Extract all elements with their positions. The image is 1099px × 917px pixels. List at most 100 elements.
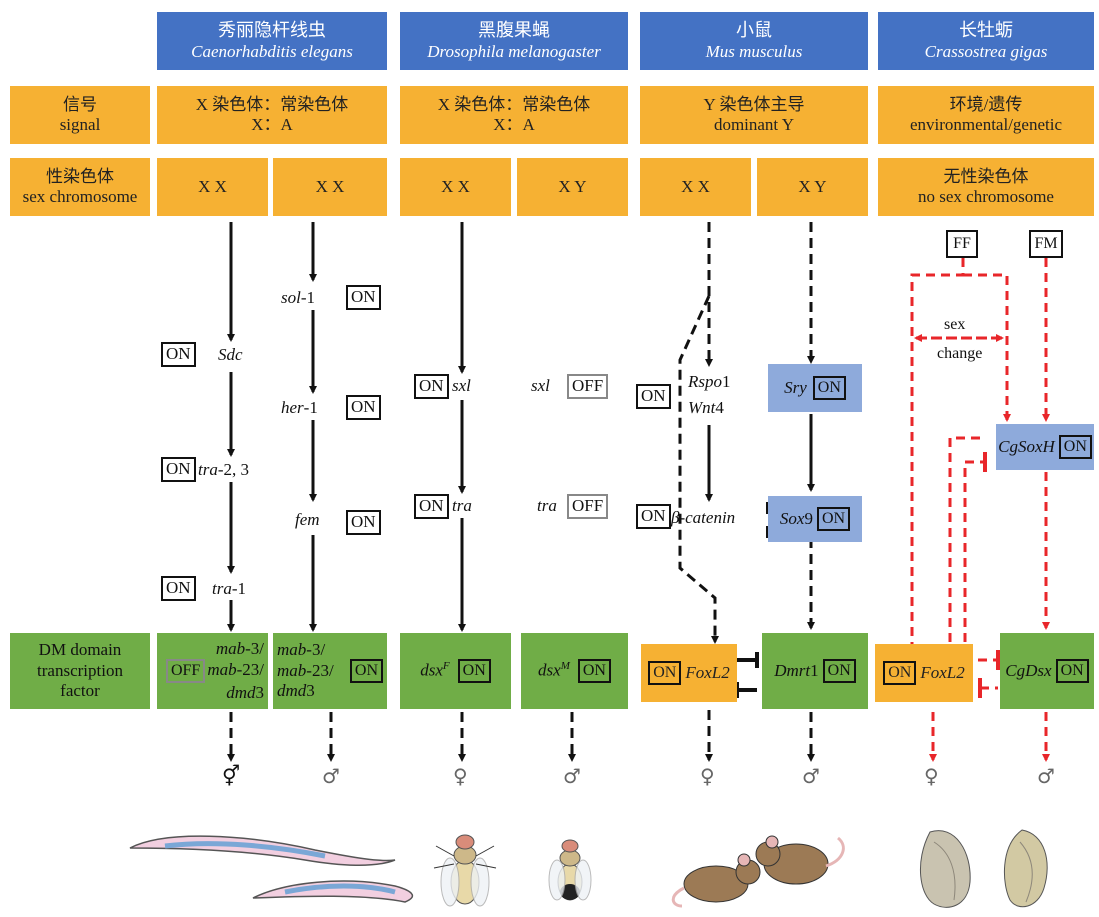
off-tag: OFF — [567, 494, 609, 519]
fruit-fly-female-illustration — [433, 834, 497, 907]
chrom-label-en: no sex chromosome — [918, 187, 1054, 206]
chrom-xx-worm-b: X X — [273, 158, 387, 216]
chrom-label: X Y — [798, 176, 827, 196]
on-tag: ON — [161, 576, 196, 601]
mab-line-1: mab-3/ — [216, 639, 264, 659]
oyster-fm: FM — [1029, 230, 1063, 258]
species-latin: Crassostrea gigas — [924, 41, 1048, 61]
gene-name: tra — [198, 460, 218, 479]
on-tag: ON — [161, 457, 196, 482]
on-tag: ON — [414, 374, 449, 399]
on-tag: ON — [346, 395, 381, 420]
row-label-cn: 性染色体 — [46, 166, 114, 186]
arrow — [963, 460, 985, 642]
signal-mouse: Y 染色体主导 dominant Y — [640, 86, 868, 144]
dm-label-line: DM domain — [38, 640, 122, 660]
on-tag: ON — [636, 504, 671, 529]
chrom-xx-worm-a: X X — [157, 158, 268, 216]
gene-box-foxl2-mouse: ON FoxL2 — [641, 644, 737, 702]
off-tag: OFF — [165, 659, 206, 683]
mab-line-3: dmd3 — [226, 683, 264, 703]
species-latin: Drosophila melanogaster — [427, 41, 601, 61]
gene-suffix: -1 — [231, 579, 247, 598]
gene-name: Sry — [784, 377, 807, 397]
species-latin: Mus musculus — [705, 41, 803, 61]
row-label-en: sex chromosome — [22, 187, 138, 206]
gene-superscript: M — [560, 660, 570, 673]
nematode-illustration — [129, 835, 414, 903]
gene-name: Wnt — [688, 398, 716, 417]
gene-her-1: her-1 — [281, 398, 318, 418]
gene-name: dmd — [226, 682, 256, 702]
chrom-label: X X — [198, 176, 227, 196]
gene-box-cgsoxh: CgSoxH ON — [996, 424, 1094, 470]
gene-suffix: -2, 3 — [217, 460, 250, 479]
gene-superscript: F — [442, 660, 450, 673]
gene-tra-1: tra-1 — [212, 579, 246, 599]
chrom-xx-mouse: X X — [640, 158, 751, 216]
row-label-en: signal — [59, 115, 101, 134]
arrow — [908, 258, 965, 664]
gene-name: FoxL2 — [920, 662, 965, 682]
gene-wnt4: Wnt4 — [688, 398, 724, 418]
on-tag: ON — [1055, 659, 1089, 683]
signal-drosophila: X 染色体：常染色体 X：A — [400, 86, 628, 144]
species-cn: 小鼠 — [736, 20, 772, 40]
gene-name: tra — [212, 579, 232, 598]
female-symbol: ♀ — [453, 764, 468, 788]
mab-lines: mab-3/ mab-23/ dmd3 — [277, 640, 334, 701]
chrom-none-oyster: 无性染色体 no sex chromosome — [878, 158, 1094, 216]
gene-rspo1: Rspo1 — [688, 372, 731, 392]
on-tag: ON — [883, 661, 917, 685]
row-label-dm-domain: DM domain transcription factor — [10, 633, 150, 709]
gene-suffix: -1 — [303, 398, 318, 417]
on-tag: ON — [816, 507, 851, 531]
signal-line2: X：A — [251, 115, 293, 134]
gene-tra-2-3: tra-2, 3 — [198, 460, 249, 480]
on-tag: ON — [414, 494, 449, 519]
species-header-celegans: 秀丽隐杆线虫 Caenorhabditis elegans — [157, 12, 387, 70]
species-cn: 秀丽隐杆线虫 — [218, 20, 326, 40]
female-symbol: ♀ — [924, 764, 939, 788]
off-tag: OFF — [567, 374, 609, 399]
signal-line1: X 染色体：常染色体 — [437, 94, 591, 114]
gene-name: her — [281, 398, 304, 417]
gene-name: mab — [277, 640, 307, 660]
gene-sol-1: sol-1 — [281, 288, 315, 308]
mab-line-2: mab-23/ — [277, 661, 334, 681]
fm-label: FM — [1034, 235, 1058, 253]
species-header-mouse: 小鼠 Mus musculus — [640, 12, 868, 70]
species-header-oyster: 长牡蛎 Crassostrea gigas — [878, 12, 1094, 70]
on-tag: ON — [346, 285, 381, 310]
dm-label-line: transcription — [37, 660, 123, 680]
mab-line-1: mab-3/ — [277, 640, 334, 660]
gene-name: Rspo — [688, 372, 722, 391]
signal-line2: environmental/genetic — [910, 115, 1062, 134]
sex-change-label-1: sex — [944, 316, 966, 333]
gene-suffix: 1 — [810, 660, 819, 680]
gene-name: dmd — [277, 681, 307, 701]
signal-line1: X 染色体：常染色体 — [195, 94, 349, 114]
gene-name: Dmrt — [774, 660, 811, 680]
fruit-fly-male-illustration — [548, 839, 592, 901]
gene-suffix: 3 — [255, 682, 265, 702]
oyster-inhibition-marks — [978, 452, 1000, 698]
arrow — [948, 436, 985, 642]
on-tag: ON — [812, 376, 846, 400]
male-symbol: ♂ — [563, 764, 581, 788]
on-tag: ON — [349, 659, 383, 683]
signal-line1: 环境/遗传 — [949, 94, 1023, 114]
male-symbol: ♂ — [802, 764, 820, 788]
row-label-signal: 信号 signal — [10, 86, 150, 144]
gene-box-sry: Sry ON — [768, 364, 862, 412]
gene-name: dsx — [538, 661, 561, 681]
oyster-ff: FF — [946, 230, 978, 258]
on-tag: ON — [457, 659, 491, 683]
male-symbol: ♂ — [1037, 764, 1055, 788]
signal-line2: dominant Y — [713, 115, 795, 134]
gene-suffix: 4 — [715, 398, 724, 417]
signal-line1: Y 染色体主导 — [703, 94, 805, 114]
gene-name: Sox — [779, 508, 805, 528]
chrom-label-cn: 无性染色体 — [943, 166, 1029, 186]
